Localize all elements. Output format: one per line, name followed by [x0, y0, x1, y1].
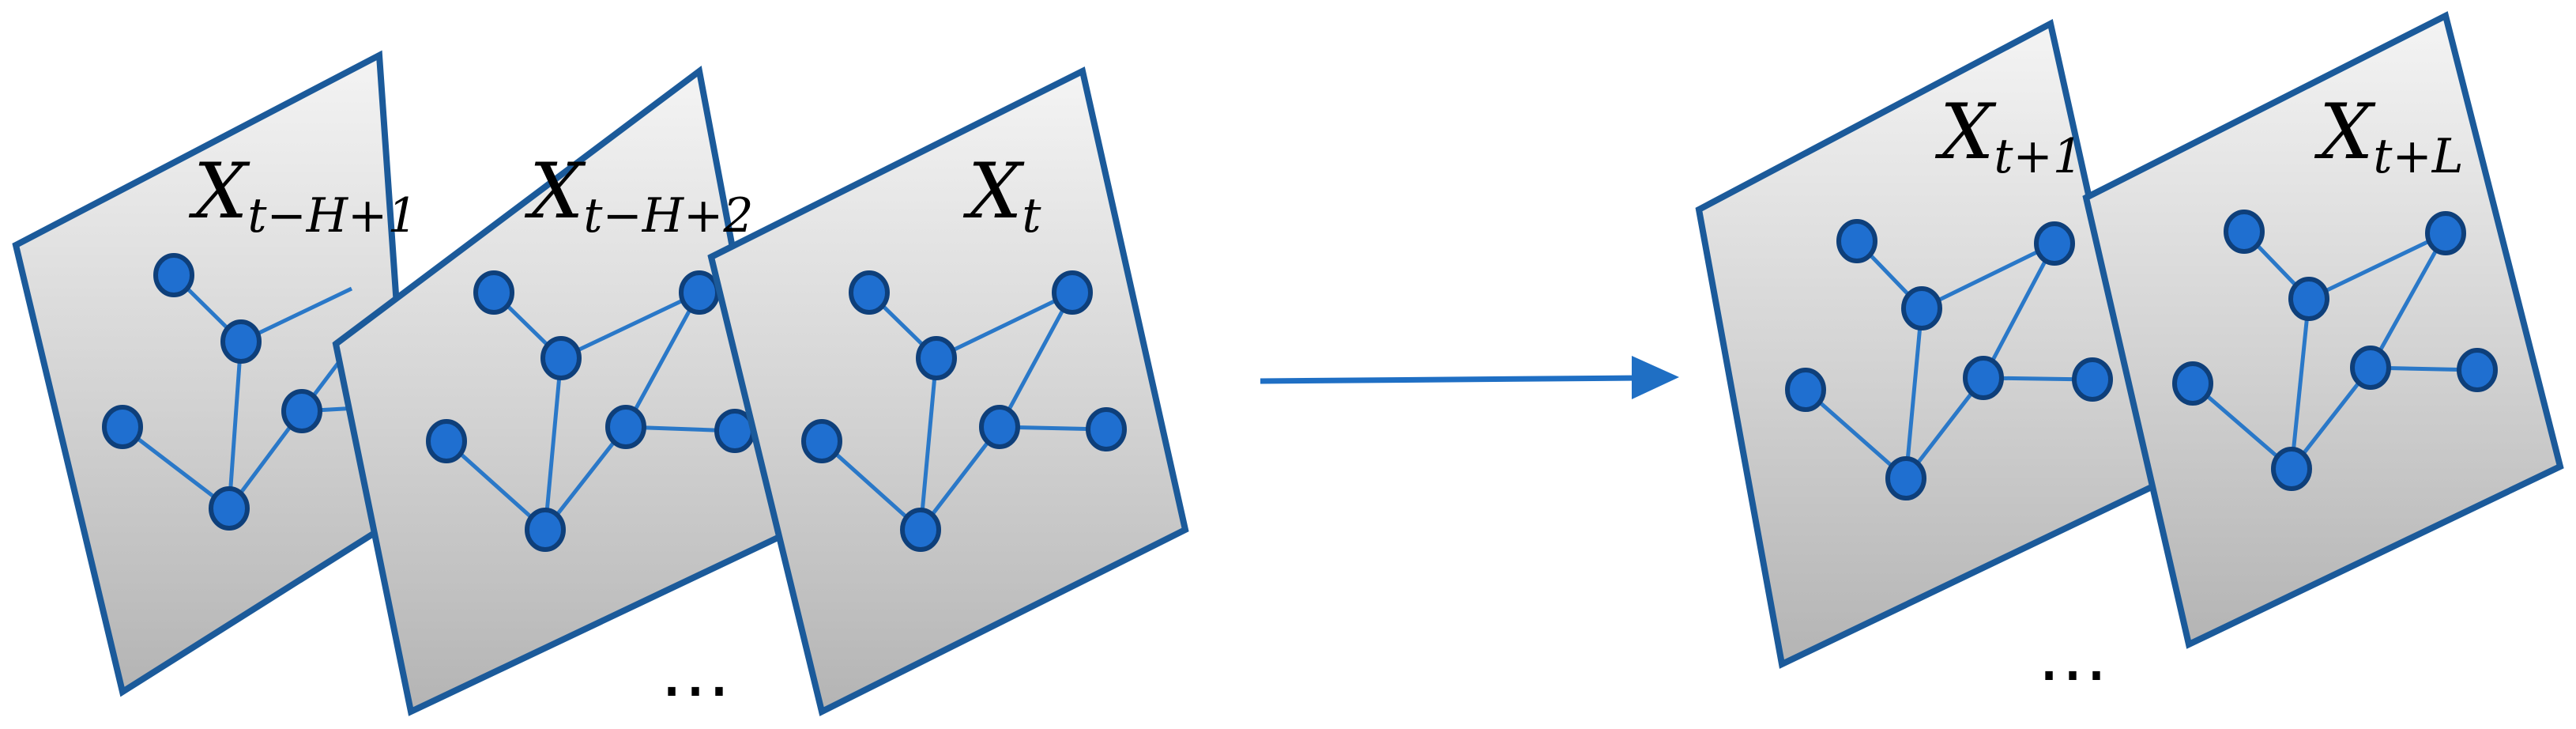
graph-panel-t-minus-h-plus-1: Xt−H+1: [12, 50, 418, 697]
svg-text:Xt: Xt: [962, 147, 1041, 244]
panel-label-sub: t−H+1: [247, 188, 417, 244]
panel-label-main: X: [188, 147, 250, 236]
graph-network: [102, 253, 372, 531]
graph-panel-t: Xt: [707, 66, 1189, 716]
graph-network: [2172, 210, 2498, 491]
panel-frame: [1695, 19, 2157, 669]
panel-frame: [707, 66, 1189, 716]
panel-label-main: X: [1934, 88, 1997, 176]
svg-text:Xt−H+2: Xt−H+2: [524, 147, 754, 244]
panel-frame: [2082, 11, 2564, 649]
svg-text:Xt+1: Xt+1: [1934, 88, 2083, 184]
ellipsis-output: …: [2037, 614, 2113, 697]
graph-network: [1785, 219, 2113, 500]
svg-text:Xt−H+1: Xt−H+1: [188, 147, 418, 244]
panel-label-main: X: [524, 147, 586, 236]
graph-network: [801, 270, 1127, 552]
panel-label-sub: t+L: [2373, 129, 2463, 184]
panel-label-main: X: [962, 147, 1025, 236]
panel-label-main: X: [2314, 88, 2376, 176]
panel-label-sub: t+1: [1994, 129, 2083, 184]
ellipsis-input: …: [660, 630, 736, 713]
panel-label-sub: t−H+2: [583, 188, 753, 244]
panel-label-sub: t: [1022, 188, 1041, 244]
graph-panel-t-plus-1: Xt+1: [1695, 19, 2157, 669]
graph-network: [426, 270, 755, 552]
prediction-arrow: [1260, 356, 1679, 399]
graph-panel-t-minus-h-plus-2: Xt−H+2: [332, 65, 790, 716]
graph-panel-t-plus-l: Xt+L: [2082, 11, 2564, 649]
svg-text:Xt+L: Xt+L: [2314, 88, 2464, 184]
